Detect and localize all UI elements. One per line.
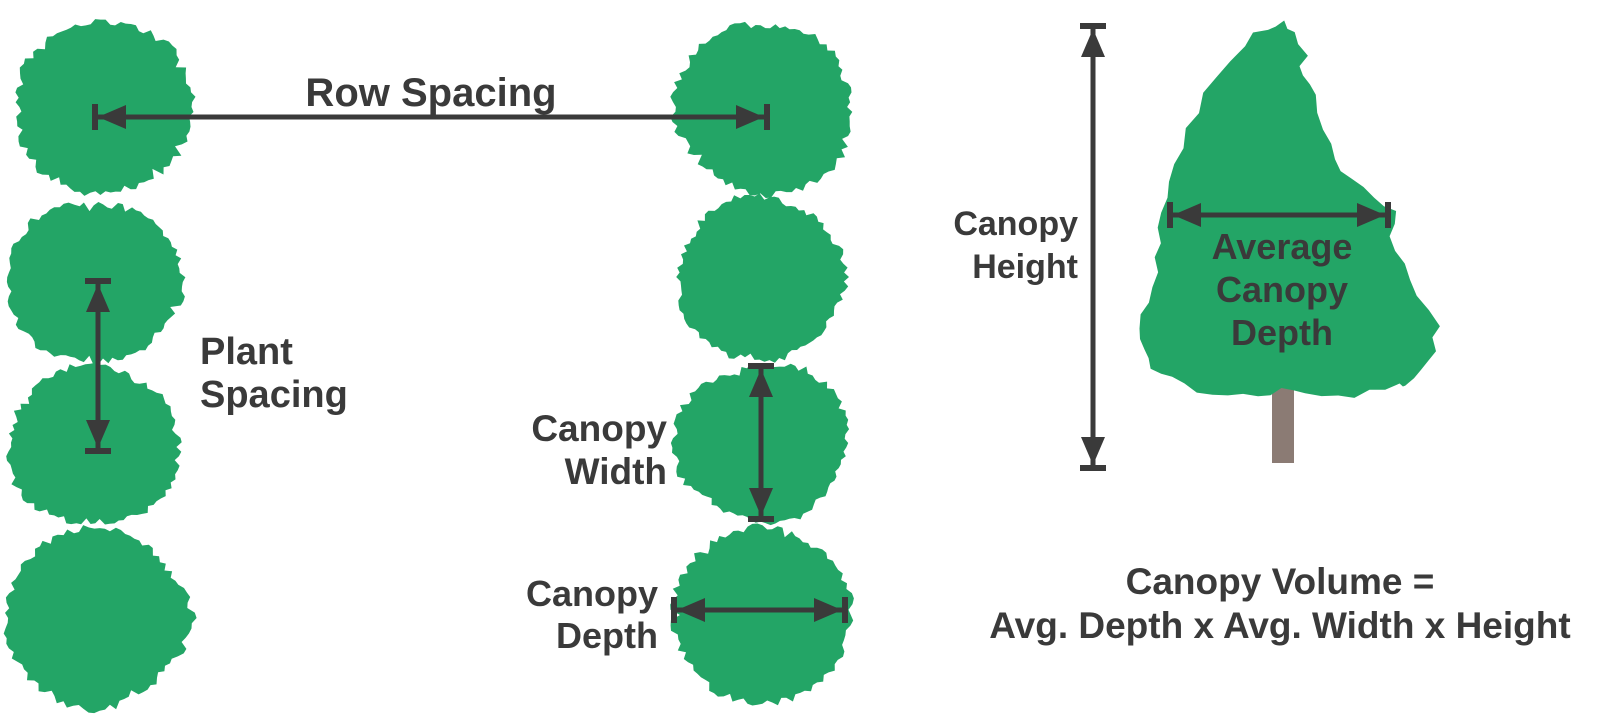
canopy-height-line1: Canopy xyxy=(953,205,1078,243)
row-spacing-arrow xyxy=(92,104,770,130)
canopy-depth-label: Canopy Depth xyxy=(526,573,658,657)
canopy-height-label: Canopy Height xyxy=(953,203,1078,289)
middle-row-tree-4 xyxy=(670,523,854,706)
average-canopy-depth-line2: Canopy xyxy=(1215,269,1348,310)
plant-spacing-label: Plant Spacing xyxy=(200,331,348,417)
plant-spacing-line1: Plant xyxy=(200,331,293,373)
average-canopy-depth-line3: Depth xyxy=(1231,312,1333,353)
canopy-depth-arrow xyxy=(671,597,848,623)
formula-line2: Avg. Depth x Avg. Width x Height xyxy=(989,605,1571,646)
canopy-width-line2: Width xyxy=(564,451,667,492)
average-canopy-depth-label: Average Canopy Depth xyxy=(1212,225,1353,354)
canopy-volume-formula: Canopy Volume = Avg. Depth x Avg. Width … xyxy=(989,560,1570,648)
middle-row-tree-1 xyxy=(670,21,853,199)
side-view-tree-canopy xyxy=(1139,20,1440,398)
canopy-width-arrow xyxy=(748,363,774,522)
row-spacing-label: Row Spacing xyxy=(305,71,557,115)
formula-line1: Canopy Volume = xyxy=(1125,561,1435,602)
average-canopy-depth-line1: Average xyxy=(1211,226,1353,267)
side-view-tree-trunk xyxy=(1272,388,1294,463)
canopy-depth-line1: Canopy xyxy=(525,573,658,614)
canopy-height-line2: Height xyxy=(972,248,1078,286)
middle-row-tree-2 xyxy=(676,193,849,363)
average-canopy-depth-arrow xyxy=(1167,202,1391,228)
canopy-height-arrow xyxy=(1080,23,1106,471)
canopy-width-label: Canopy Width xyxy=(531,407,667,493)
plant-spacing-arrow xyxy=(85,278,111,454)
left-row-tree-1 xyxy=(15,19,196,196)
canopy-width-line1: Canopy xyxy=(531,408,667,449)
left-row-tree-4 xyxy=(3,525,197,714)
left-row-tree-3 xyxy=(6,362,182,525)
canopy-depth-line2: Depth xyxy=(556,615,658,656)
plant-spacing-line2: Spacing xyxy=(200,374,348,416)
